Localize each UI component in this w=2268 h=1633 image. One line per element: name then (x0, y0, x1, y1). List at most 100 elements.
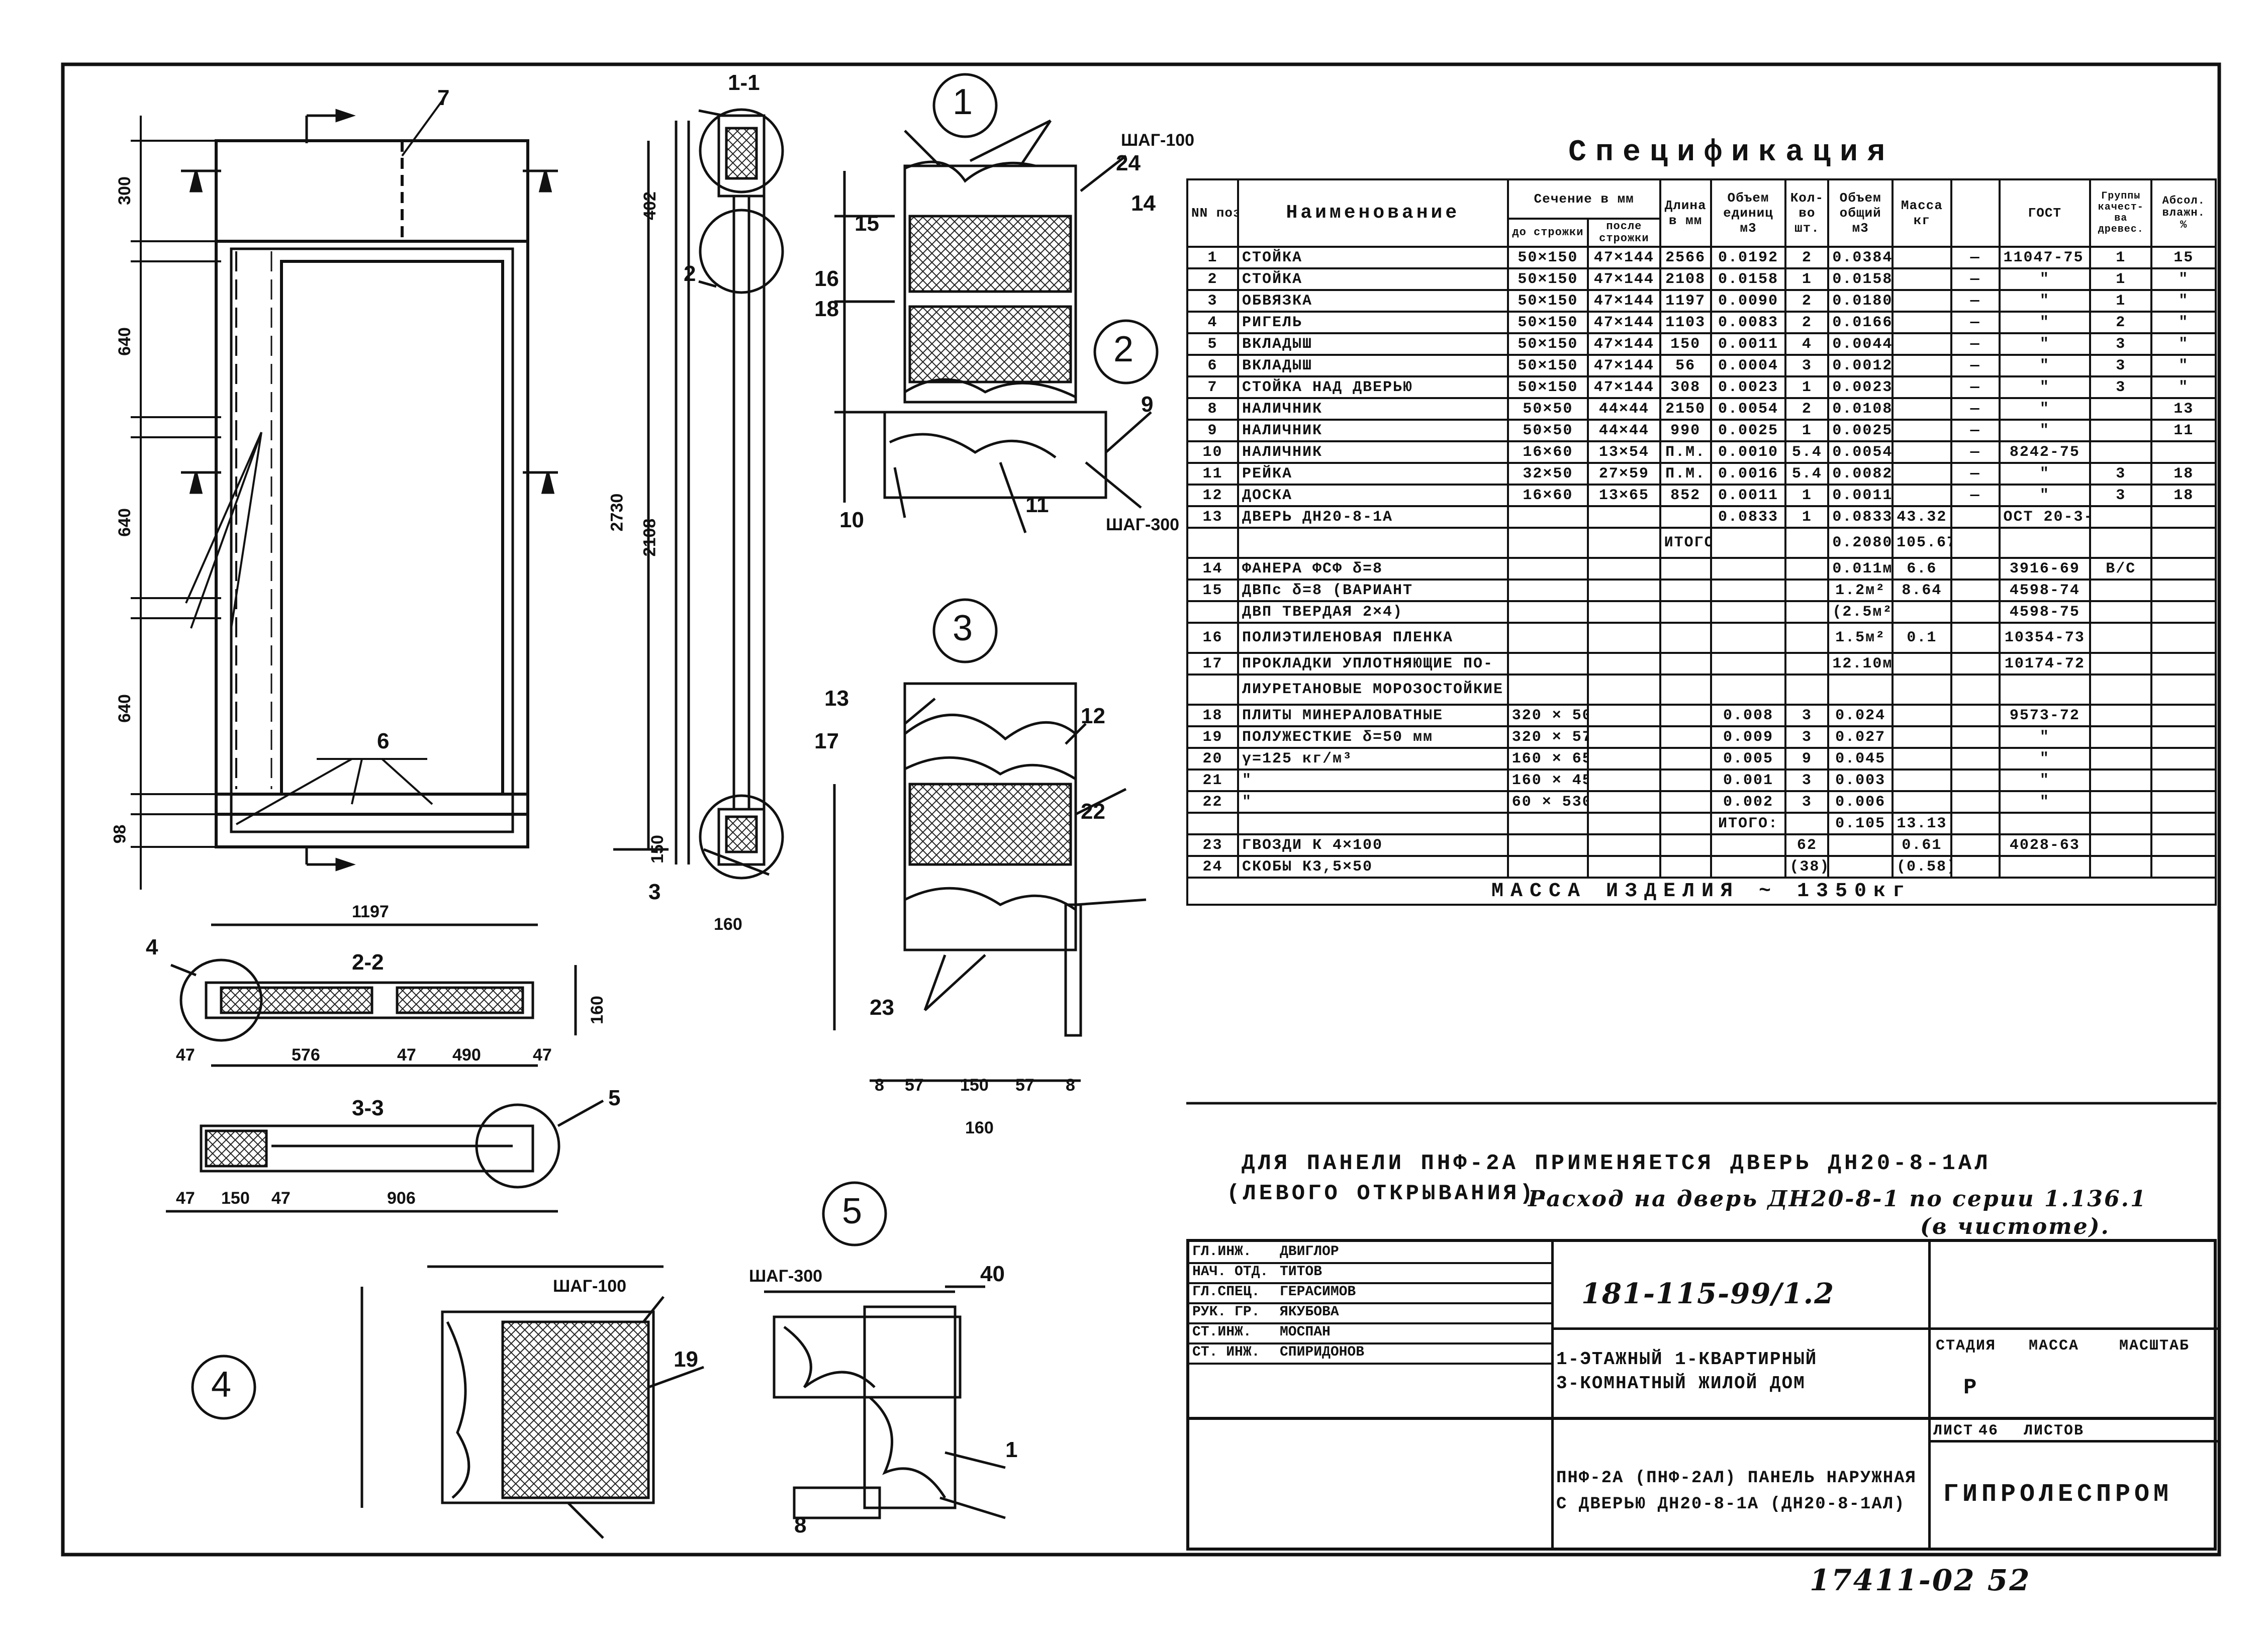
staff-row: ГЛ.СПЕЦ.ГЕРАСИМОВ (1189, 1282, 1551, 1304)
spec-cell-other: — (1950, 267, 2001, 291)
sheet-title: ПНФ-2А (ПНФ-2АЛ) ПАНЕЛЬ НАРУЖНАЯ С ДВЕРЬ… (1556, 1469, 1917, 1514)
spec-cell-gost: 9573-72 (1998, 704, 2092, 727)
spec-cell-gost: " (1998, 354, 2092, 377)
section-label-3-3: 3-3 (352, 1096, 384, 1120)
spec-cell-other: — (1950, 375, 2001, 399)
spec-cell-gost: 4028-63 (1998, 833, 2092, 857)
staff-name: ГЕРАСИМОВ (1280, 1284, 1356, 1300)
note-line-3: (в чистоте). (1920, 1214, 2110, 1239)
spec-cell-before: 16×60 (1506, 440, 1589, 464)
panel-elevation (215, 139, 529, 848)
spec-cell-moisture (2150, 769, 2217, 792)
spec-cell-quality: 1 (2089, 289, 2153, 313)
spec-cell-total-vol: 0.0023 (1827, 375, 1894, 399)
spec-cell-after: 44×44 (1587, 419, 1661, 442)
spec-cell-num: 2 (1186, 267, 1239, 291)
spec-cell-qty (1784, 527, 1830, 559)
spec-cell-quality: 3 (2089, 332, 2153, 356)
spec-cell-moisture (2150, 440, 2217, 464)
spec-cell-name: γ=125 кг/м³ (1237, 747, 1509, 771)
staff-role: РУК. ГР. (1192, 1304, 1260, 1320)
spec-cell-length: ИТОГО: (1659, 527, 1712, 559)
spec-cell-unit-vol: 0.008 (1710, 704, 1787, 727)
spec-cell-mass (1891, 725, 1952, 749)
leader-6: 6 (377, 729, 390, 753)
spec-cell-before (1506, 505, 1589, 529)
spec-cell-gost: 11047-75 4467-68 (1998, 246, 2092, 269)
spec-cell-qty: 1 (1784, 267, 1830, 291)
spec-cell-moisture (2150, 790, 2217, 814)
spec-cell-other (1950, 855, 2001, 879)
spec-cell-moisture (2150, 747, 2217, 771)
leader-2: 2 (684, 261, 696, 286)
spec-cell-unit-vol: 0.001 (1710, 769, 1787, 792)
spec-cell-after (1587, 622, 1661, 654)
spec-cell-mass (1891, 769, 1952, 792)
spec-cell-after (1587, 674, 1661, 706)
spec-cell-mass (1891, 790, 1952, 814)
spec-cell-before: 50×150 (1506, 267, 1589, 291)
spec-cell-length (1659, 557, 1712, 581)
spec-cell-qty: 1 (1784, 375, 1830, 399)
spec-cell-before: 50×150 (1506, 354, 1589, 377)
spec-cell-after: 47×144 (1587, 267, 1661, 291)
spec-cell-other: — (1950, 289, 2001, 313)
staff-role: ГЛ.ИНЖ. (1192, 1244, 1252, 1260)
leader-12: 12 (1081, 704, 1105, 728)
spec-cell-quality: В/С (2089, 557, 2153, 581)
spec-cell-name: СТОЙКА (1237, 246, 1509, 269)
header-section-after: после строжки (1587, 218, 1661, 248)
dim-22-47c: 47 (533, 1045, 552, 1065)
staff-row: СТ. ИНЖ.СПИРИДОНОВ (1189, 1342, 1551, 1365)
dim-33-906: 906 (387, 1189, 416, 1208)
spec-cell-gost: " (1998, 769, 2092, 792)
spec-cell-mass (1891, 354, 1952, 377)
spec-cell-length: П.М. (1659, 440, 1712, 464)
detail-3 (833, 682, 1147, 1082)
spec-cell-name: ВКЛАДЫШ (1237, 332, 1509, 356)
sheet-num: 46 (1978, 1422, 1999, 1439)
scale-label: МАСШТАБ (2119, 1337, 2190, 1355)
dim-402: 402 (640, 191, 659, 220)
spec-cell-num: 1 (1186, 246, 1239, 269)
spec-cell-quality (2089, 704, 2153, 727)
spec-cell-before: 320 × 570 (1506, 725, 1589, 749)
spec-cell-gost (1998, 812, 2092, 835)
spec-cell-unit-vol (1710, 855, 1787, 879)
spec-cell-gost: " (1998, 462, 2092, 486)
detail-2-circle (1093, 319, 1159, 385)
step-label-300-d4: ШАГ-300 (749, 1267, 823, 1286)
spec-cell-other (1950, 527, 2001, 559)
header-total-volume: Объем общий м3 (1827, 178, 1894, 248)
spec-cell-name: ДВЕРЬ ДН20-8-1А (1237, 505, 1509, 529)
spec-cell-gost: ОСТ 20-3-78 (1998, 505, 2092, 529)
mass-line: МАССА ИЗДЕЛИЯ ~ 1350кг (1186, 877, 2217, 906)
spec-cell-num: 23 (1186, 833, 1239, 857)
spec-cell-unit-vol: ИТОГО: (1710, 812, 1787, 835)
spec-cell-mass: 0.61 (1891, 833, 1952, 857)
spec-cell-other (1950, 505, 2001, 529)
spec-cell-quality (2089, 397, 2153, 421)
spec-cell-moisture (2150, 833, 2217, 857)
mass-label: МАССА (2029, 1337, 2080, 1355)
spec-cell-quality (2089, 579, 2153, 602)
spec-cell-total-vol: 0.006 (1827, 790, 1894, 814)
spec-cell-name: ПОЛИЭТИЛЕНОВАЯ ПЛЕНКА (1237, 622, 1509, 654)
spec-cell-name: ОБВЯЗКА (1237, 289, 1509, 313)
spec-cell-after: 47×144 (1587, 332, 1661, 356)
spec-cell-unit-vol: 0.0090 (1710, 289, 1787, 313)
leader-lines (185, 100, 443, 825)
spec-cell-quality: 3 (2089, 375, 2153, 399)
spec-cell-total-vol: 0.024 (1827, 704, 1894, 727)
spec-cell-total-vol: 0.003 (1827, 769, 1894, 792)
spec-cell-qty (1784, 812, 1830, 835)
staff-row: НАЧ. ОТД.ТИТОВ (1189, 1262, 1551, 1284)
spec-cell-name: РЕЙКА (1237, 462, 1509, 486)
